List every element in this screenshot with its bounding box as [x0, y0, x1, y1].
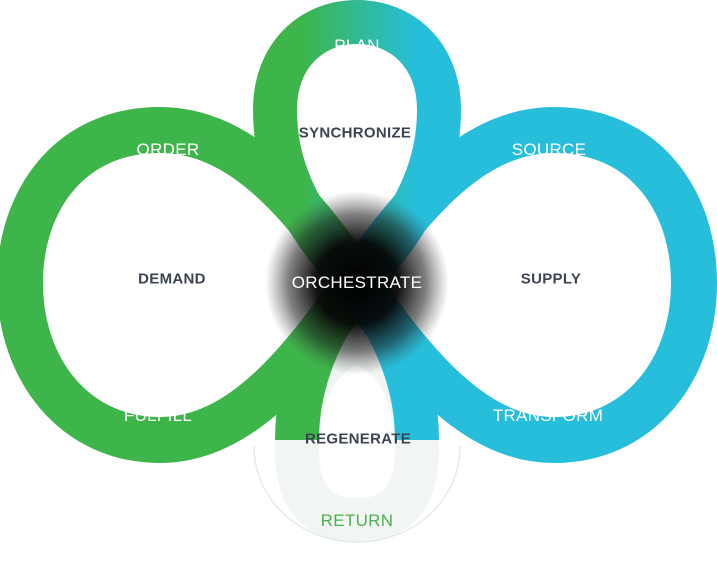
order-label: ORDER [136, 140, 200, 159]
orchestrate-hub [265, 191, 449, 375]
plan-label: PLAN [334, 36, 380, 55]
orchestrate-label: ORCHESTRATE [291, 273, 423, 292]
demand-label: DEMAND [138, 270, 206, 288]
synchronize-label: SYNCHRONIZE [298, 124, 412, 142]
return-label: RETURN [320, 511, 394, 530]
supply-label: SUPPLY [520, 270, 582, 288]
transform-label: TRANSFORM [492, 406, 604, 425]
demand-loop [0, 106, 385, 464]
source-label: SOURCE [511, 140, 587, 159]
regenerate-label: REGENERATE [304, 430, 412, 448]
supply-loop [329, 106, 717, 464]
plan-loop [252, 0, 462, 316]
fulfill-label: FULFILL [123, 406, 193, 425]
return-loop-outline [253, 445, 461, 543]
